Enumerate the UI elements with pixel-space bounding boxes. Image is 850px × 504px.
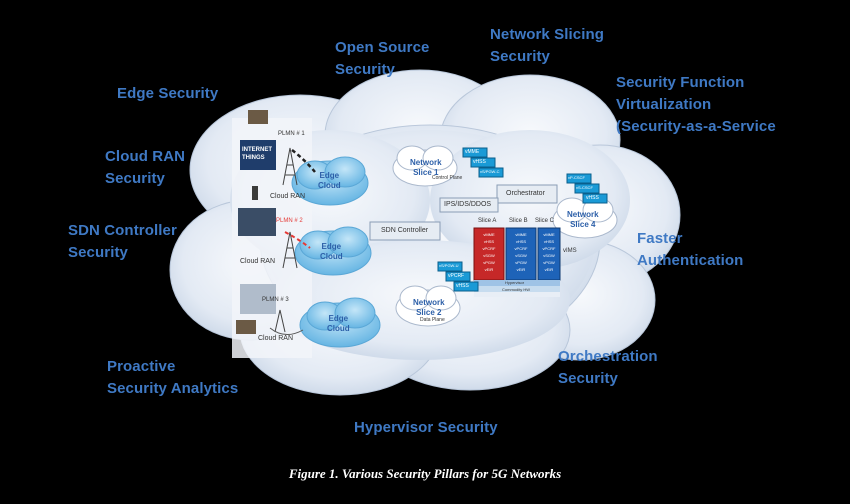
pillar-edge-security: Edge Security: [117, 85, 219, 102]
edge-cloud-2: [294, 226, 372, 276]
slice-b-label: Slice B: [509, 218, 528, 224]
vims-label: vIMS: [563, 248, 577, 254]
slice-vnf-list-c: vMME vHSS vPCRF vSGW vPGW vEIR: [539, 231, 559, 273]
cloud-ran-3-label: Cloud RAN: [258, 335, 294, 342]
cloud-ran-2-label: Cloud RAN: [240, 258, 276, 265]
antenna-towers: [274, 147, 298, 333]
slice-c-vnf: vPGW: [543, 260, 555, 265]
pillar-network-slicing-security: Network Slicing Security: [490, 26, 605, 65]
plmn1-label: PLMN # 1: [278, 131, 305, 137]
slice-a-label: Slice A: [478, 218, 497, 224]
vnf-slice1-1: vHSS: [473, 159, 486, 165]
slice-b-vnf: vHSS: [515, 239, 527, 244]
slice-b-vnf: vMME: [515, 232, 527, 237]
slice-b-vnf: vSGW: [515, 253, 527, 258]
internet-things-image: [240, 140, 276, 170]
slice-b-vnf: vPGW: [515, 260, 527, 265]
link-plmn2: [284, 231, 311, 249]
plmn2-image: [238, 208, 276, 236]
soldier: [252, 186, 258, 200]
slice-a-vnf: vMME: [483, 232, 495, 237]
figure-caption: Figure 1. Various Security Pillars for 5…: [288, 466, 562, 481]
internet-things-label: INTERNET THINGS: [242, 147, 272, 161]
plmn3-label: PLMN # 3: [262, 297, 289, 303]
network-slice-2-label: Network Slice 2: [413, 298, 445, 317]
orchestrator-label: Orchestrator: [506, 190, 545, 197]
vnf-slice4-1: vS-CSCF: [576, 185, 593, 190]
slice-c-vnf: vHSS: [543, 239, 555, 244]
slice-a-vnf: vPGW: [483, 260, 495, 265]
sdn-controller-box: [369, 221, 441, 241]
control-plane-label: Control Plane: [432, 175, 463, 181]
slice-a-vnf: vPCRF: [482, 246, 496, 251]
pillar-cloud-ran-security: Cloud RAN Security: [105, 148, 186, 187]
pillar-security-function-virtualization: Security Function Virtualization (Securi…: [616, 74, 776, 135]
network-slice-1-label: Network Slice 1: [410, 158, 442, 177]
pillar-proactive-security-analytics: Proactive Security Analytics: [107, 358, 239, 397]
slice-c-vnf: vMME: [543, 232, 555, 237]
vnf-slice4: [566, 173, 608, 204]
pillar-orchestration-security: Orchestration Security: [558, 348, 658, 387]
slice-2-cloud: [395, 285, 461, 327]
vnf-slice1-2: vS/PGW-C: [480, 169, 500, 174]
vnf-slice2-1: vPCRF: [448, 273, 465, 279]
pillar-hypervisor-security: Hypervisor Security: [354, 419, 498, 436]
slice-c-label: Slice C: [535, 218, 555, 224]
commodity-hw-label: Commodity HW: [502, 287, 531, 292]
edge-cloud-1: [291, 156, 369, 206]
vnf-slice2-2: vHSS: [456, 283, 469, 289]
edge-cloud-2-label: Edge Cloud: [320, 242, 343, 261]
vnf-slice2: [437, 261, 479, 292]
ips-ids-ddos-label: IPS/IDS/DDOS: [444, 201, 492, 208]
slice-platform: [473, 227, 561, 297]
slice-a-vnf: vSGW: [483, 253, 495, 258]
hypervisor-label: Hypervisor: [505, 280, 525, 285]
pillar-sdn-controller-security: SDN Controller Security: [68, 222, 177, 261]
slice-c-vnf: vSGW: [543, 253, 555, 258]
plmn3-image: [240, 284, 276, 314]
vnf-slice4-2: vHSS: [586, 195, 599, 201]
edge-cloud-3: [299, 297, 381, 348]
ips-ids-box: [439, 197, 499, 213]
slice-vnf-list-a: vMME vHSS vPCRF vSGW vPGW vEIR: [476, 231, 502, 273]
plmn2-label: PLMN # 2: [276, 218, 303, 224]
orchestrator-box: [496, 184, 558, 204]
slice-b-vnf: vEIR: [516, 267, 526, 272]
sdn-controller-label: SDN Controller: [381, 227, 429, 234]
cloud-ran-1-label: Cloud RAN: [270, 193, 306, 200]
edge-cloud-3-label: Edge Cloud: [327, 314, 350, 333]
slice-vnf-list-b: vMME vHSS vPCRF vSGW vPGW vEIR: [508, 231, 534, 273]
link-plmn3: [269, 327, 304, 335]
pillar-open-source-security: Open Source Security: [335, 39, 430, 78]
slice-1-cloud: [392, 145, 458, 187]
edge-cloud-1-label: Edge Cloud: [318, 171, 341, 190]
vehicle-top: [248, 110, 268, 124]
vnf-slice1: [462, 147, 504, 178]
vnf-slice2-0: vS/PGW-U: [439, 263, 459, 268]
network-slice-4-label: Network Slice 4: [567, 210, 599, 229]
slice-b-vnf: vPCRF: [514, 246, 528, 251]
slice-a-vnf: vEIR: [484, 267, 494, 272]
vehicle-bottom: [236, 320, 256, 334]
pillar-faster-authentication: Faster Authentication: [637, 230, 744, 269]
data-plane-label: Data Plane: [420, 317, 445, 323]
vnf-slice4-0: vP-CSCF: [568, 175, 585, 180]
slice-c-vnf: vPCRF: [542, 246, 556, 251]
slice-a-vnf: vHSS: [483, 239, 495, 244]
slice-c-vnf: vEIR: [544, 267, 554, 272]
link-plmn1: [291, 149, 316, 173]
vnf-slice1-0: vMME: [465, 149, 480, 155]
